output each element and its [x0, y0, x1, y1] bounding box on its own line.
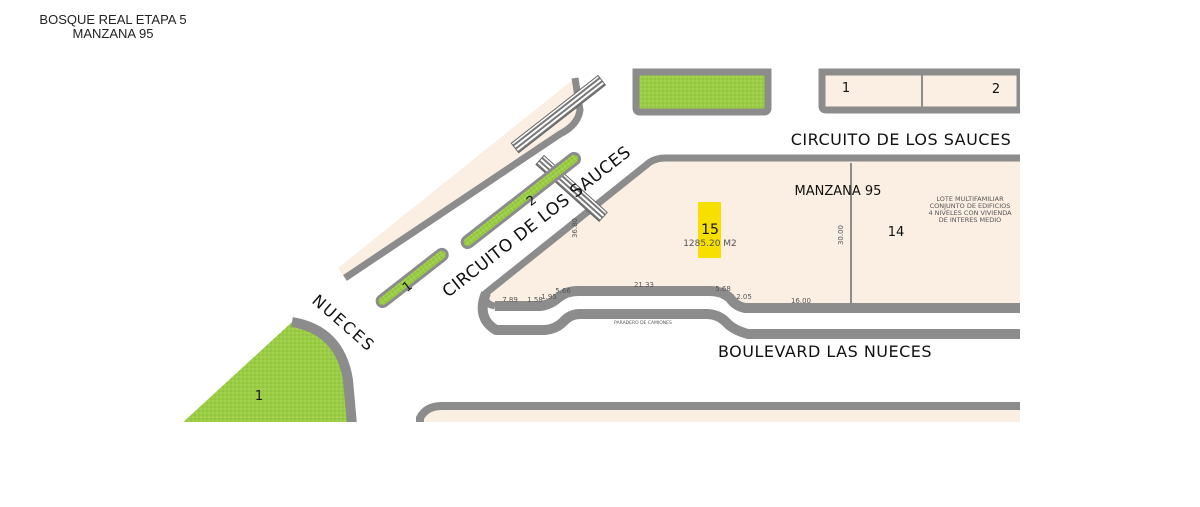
- plan-title: BOSQUE REAL ETAPA 5 MANZANA 95: [18, 13, 208, 41]
- median-island-2: [460, 151, 582, 250]
- measure-5-68: 5.68: [715, 285, 731, 293]
- lot-label-14: 14: [888, 225, 905, 240]
- block-label: MANZANA 95: [795, 184, 882, 199]
- measure-36-80: 36.80: [571, 218, 579, 238]
- block-curb-top: [481, 154, 1020, 310]
- lot-14-note-line2: CONJUNTO DE EDIFICIOS: [930, 202, 1011, 210]
- lot-area-15: 1285.20 M2: [683, 239, 737, 249]
- street-label-boulevard: BOULEVARD LAS NUECES: [718, 342, 932, 361]
- bottom-block-curb: [416, 402, 1020, 422]
- plan-title-line1: BOSQUE REAL ETAPA 5: [39, 12, 187, 27]
- lot-14-note-line1: LOTE MULTIFAMILIAR: [936, 195, 1004, 203]
- lot-14-note-line4: DE INTERES MEDIO: [939, 216, 1002, 224]
- boulevard-curb-lower: [477, 291, 1020, 339]
- measure-2-05: 2.05: [736, 293, 752, 301]
- diagonal-curb: [343, 77, 584, 281]
- lot-14-note-line3: 4 NIVELES CON VIVIENDA: [928, 209, 1012, 217]
- street-label-circuito: CIRCUITO DE LOS SAUCES: [791, 130, 1012, 149]
- measure-5-66: 5.66: [555, 287, 571, 295]
- park-curb: [291, 317, 357, 422]
- park-green-area: [183, 322, 352, 422]
- lot-15-highlight: [698, 202, 721, 258]
- measure-1-58: 1.58: [527, 296, 543, 304]
- measure-1-95: 1.95: [541, 293, 557, 301]
- park-label-1: 1: [255, 389, 263, 404]
- green-lot-top: [632, 68, 772, 116]
- measure-7-89: 7.89: [502, 296, 518, 304]
- lot-label-2: 2: [992, 82, 1000, 97]
- lot-label-1: 1: [842, 81, 850, 96]
- plan-title-line2: MANZANA 95: [72, 26, 154, 41]
- bus-stop-label: PARADERO DE CAMIONES: [614, 320, 672, 326]
- lot-14-note: LOTE MULTIFAMILIAR CONJUNTO DE EDIFICIOS…: [928, 195, 1012, 224]
- boulevard-curb-upper: [495, 286, 1020, 313]
- measure-16-00: 16.00: [791, 297, 811, 305]
- crosswalk-upper: [510, 74, 607, 154]
- diagonal-lot-strip: [338, 78, 580, 278]
- measure-30-00: 30.00: [837, 225, 845, 245]
- block-manzana-95: [485, 158, 1020, 308]
- lot-label-15: 15: [701, 222, 719, 238]
- median-island-1: [375, 247, 449, 309]
- measure-21-33: 21.33: [634, 281, 654, 289]
